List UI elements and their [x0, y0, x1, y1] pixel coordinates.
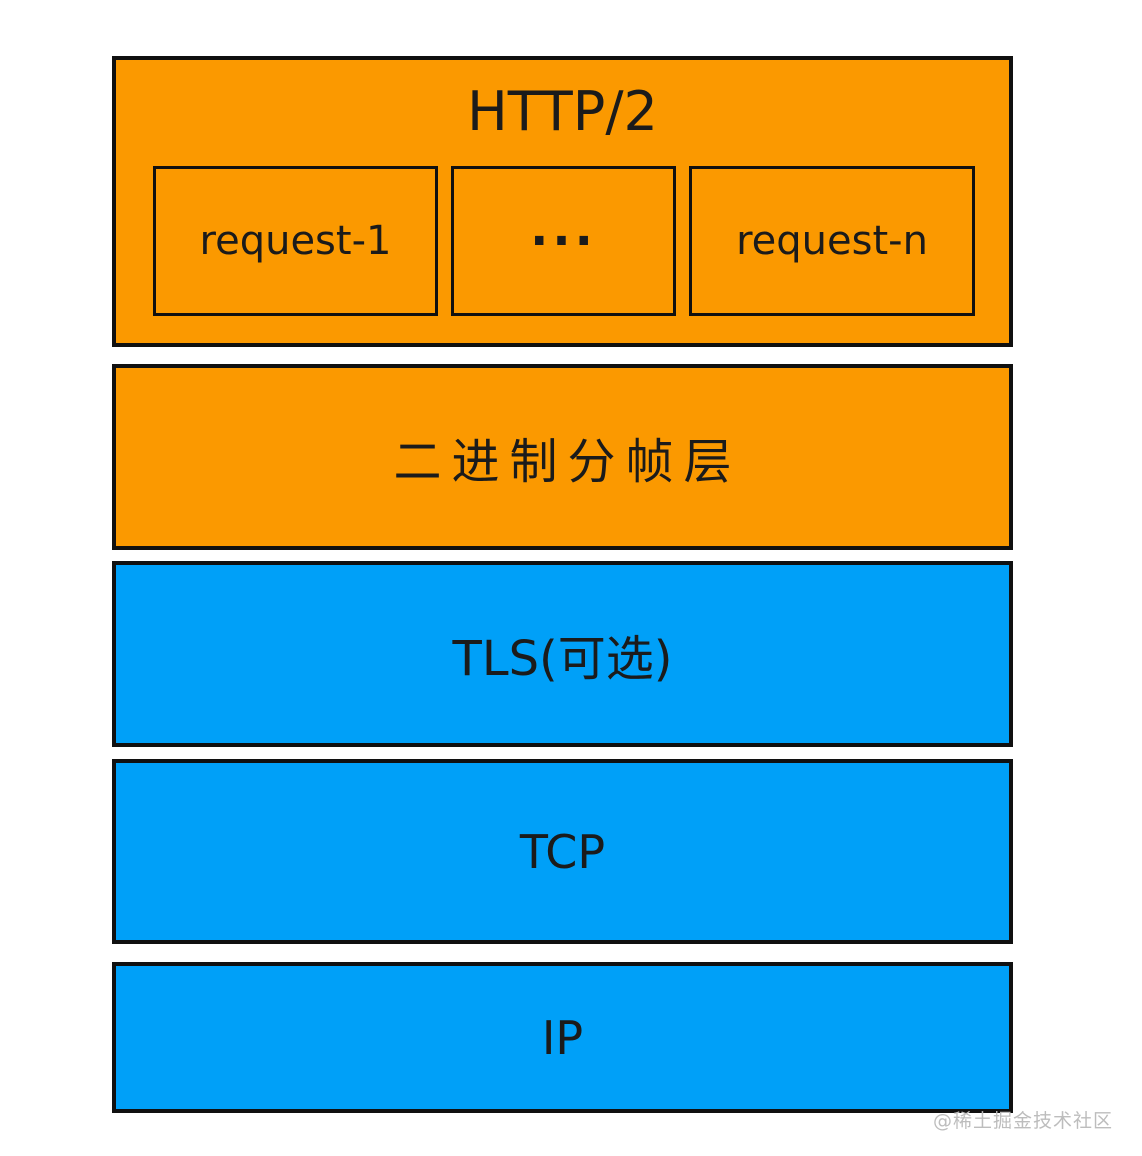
request-box-ellipsis: ··· — [451, 166, 676, 316]
layer-http2: HTTP/2 request-1 ··· request-n — [112, 56, 1013, 347]
layer-http2-label: HTTP/2 — [467, 79, 658, 143]
layer-tls-label: TLS(可选) — [452, 631, 673, 687]
watermark: @稀土掘金技术社区 — [932, 1110, 1113, 1132]
request-box-ellipsis-label: ··· — [530, 213, 597, 269]
request-box-1-label: request-1 — [199, 218, 392, 264]
layer-tcp: TCP — [112, 759, 1013, 944]
request-box-n: request-n — [689, 166, 975, 316]
request-box-n-label: request-n — [736, 218, 928, 264]
layer-ip: IP — [112, 962, 1013, 1113]
request-box-1: request-1 — [153, 166, 438, 316]
layer-binary-framing-label: 二进制分帧层 — [393, 434, 742, 490]
request-row: request-1 ··· request-n — [153, 166, 975, 316]
layer-tcp-label: TCP — [519, 824, 606, 879]
layer-binary-framing: 二进制分帧层 — [112, 364, 1013, 550]
layer-ip-label: IP — [541, 1010, 584, 1065]
layer-tls: TLS(可选) — [112, 561, 1013, 747]
